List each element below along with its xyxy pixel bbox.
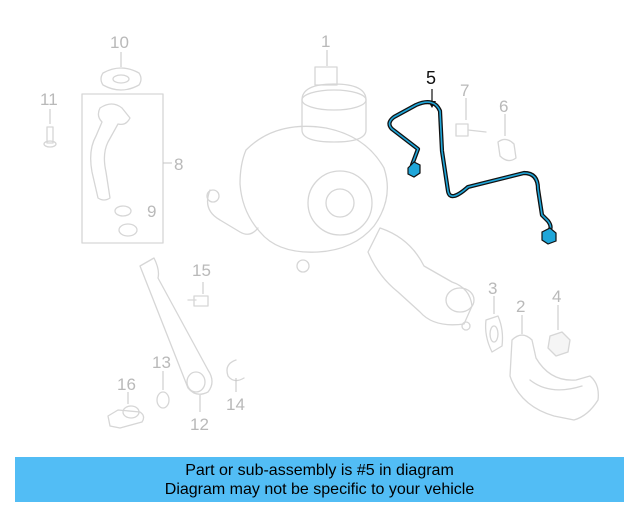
- part-13-oring: [156, 371, 170, 409]
- part-7-bolt: [455, 98, 487, 137]
- part-1-turbocharger: [206, 50, 475, 331]
- callout-6: 6: [499, 97, 508, 116]
- callout-2: 2: [516, 297, 525, 316]
- callout-16: 16: [117, 375, 136, 394]
- callout-5: 5: [426, 68, 436, 88]
- callout-3: 3: [488, 279, 497, 298]
- part-11-bolt: [43, 109, 57, 148]
- banner-line-1: Part or sub-assembly is #5 in diagram: [185, 462, 454, 479]
- banner-line-2: Diagram may not be specific to your vehi…: [164, 481, 475, 498]
- part-2-pipe: [509, 315, 599, 421]
- part-5-pipe-highlighted: [387, 89, 557, 245]
- callout-14: 14: [226, 395, 245, 414]
- callout-4: 4: [552, 287, 561, 306]
- part-9-pipe: [90, 103, 138, 237]
- part-14-clip: [226, 359, 245, 392]
- part-12-rod: [139, 257, 213, 412]
- callout-9: 9: [147, 202, 156, 221]
- part-5-fitting-right: [541, 227, 557, 245]
- callout-10: 10: [110, 33, 129, 52]
- callout-7: 7: [460, 81, 469, 100]
- part-5-fitting-left: [407, 161, 421, 178]
- info-banner: Part or sub-assembly is #5 in diagram Di…: [15, 457, 624, 502]
- part-15-bolt: [187, 282, 209, 307]
- part-8-frame: [81, 93, 172, 244]
- callout-8: 8: [174, 155, 183, 174]
- parts-diagram: 1 2 3 4 5 6 7 8 9 10 11 12 13 14 15 16: [40, 32, 599, 434]
- callout-1: 1: [321, 32, 330, 51]
- part-3-gasket: [484, 296, 504, 353]
- part-6-bracket: [497, 114, 517, 162]
- callout-15: 15: [192, 261, 211, 280]
- part-4-nut: [547, 305, 571, 357]
- part-10-gasket: [100, 52, 142, 91]
- part-16-plug: [107, 392, 145, 429]
- callout-12: 12: [190, 415, 209, 434]
- part-5-pipe-core: [388, 101, 552, 234]
- callout-13: 13: [152, 353, 171, 372]
- callout-11: 11: [40, 90, 58, 109]
